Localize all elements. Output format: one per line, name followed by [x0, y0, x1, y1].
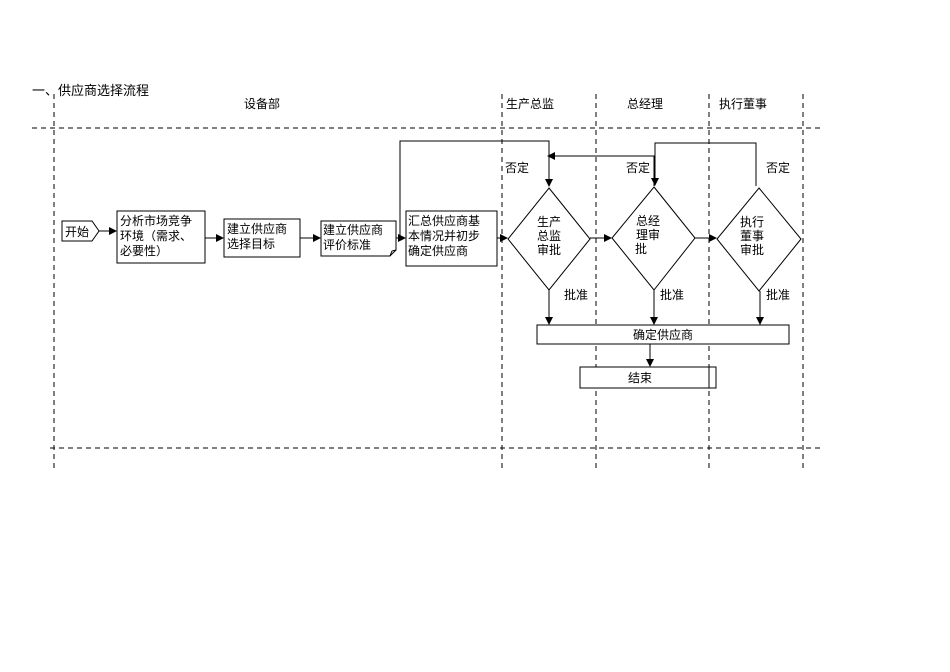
- target-box: 建立供应商 选择目标: [223, 218, 301, 258]
- analyze-line-3: 必要性）: [120, 244, 168, 258]
- reject-label-exec: 否定: [766, 160, 790, 175]
- start-node: 开始: [61, 220, 100, 242]
- analyze-box: 分析市场竞争 环境（需求、 必要性）: [116, 210, 206, 264]
- criteria-document: 建立供应商 评价标准: [320, 220, 397, 257]
- summary-line-2: 本情况并初步: [408, 229, 480, 243]
- exec-review-diamond: 执行 董事 审批: [716, 187, 802, 292]
- svg-text:审批: 审批: [537, 242, 561, 257]
- svg-text:执行: 执行: [740, 215, 764, 229]
- svg-text:总经: 总经: [636, 214, 660, 228]
- confirm-box: 确定供应商: [536, 324, 790, 345]
- production-review-diamond: 生产 总监 审批: [507, 187, 591, 291]
- approve-label-gm: 批准: [660, 287, 684, 302]
- lane-production-label: 生产总监: [506, 97, 554, 111]
- arrow-reject-exec-loop: [651, 142, 757, 186]
- page-title: 一、供应商选择流程: [32, 84, 150, 99]
- svg-text:理审: 理审: [636, 227, 660, 242]
- svg-text:结束: 结束: [628, 371, 652, 385]
- svg-text:确定供应商: 确定供应商: [633, 327, 693, 342]
- summary-box: 汇总供应商基 本情况并初步 确定供应商: [405, 210, 498, 267]
- summary-line-3: 确定供应商: [408, 243, 468, 258]
- criteria-line-2: 评价标准: [323, 238, 371, 252]
- svg-text:总监: 总监: [537, 229, 561, 243]
- reject-label-prod: 否定: [505, 160, 529, 175]
- gm-review-diamond: 总经 理审 批: [611, 186, 696, 291]
- lane-exec-label: 执行董事: [719, 97, 767, 111]
- analyze-line-2: 环境（需求、: [120, 228, 192, 243]
- lane-equipment-label: 设备部: [244, 96, 280, 111]
- target-line-2: 选择目标: [227, 237, 275, 251]
- approve-label-exec: 批准: [766, 287, 790, 302]
- start-label: 开始: [65, 225, 89, 239]
- svg-text:生产: 生产: [537, 215, 561, 229]
- end-box: 结束: [579, 366, 717, 389]
- svg-text:董事: 董事: [740, 229, 764, 243]
- svg-text:审批: 审批: [740, 242, 764, 257]
- summary-line-1: 汇总供应商基: [408, 213, 480, 228]
- svg-text:批: 批: [635, 241, 647, 256]
- arrow-reject-gm-loop: [547, 152, 655, 186]
- criteria-line-1: 建立供应商: [323, 222, 383, 237]
- analyze-line-1: 分析市场竞争: [120, 213, 192, 228]
- arrow-reject-prod-loop: [399, 140, 553, 238]
- approve-label-prod: 批准: [564, 287, 588, 302]
- target-line-1: 建立供应商: [227, 221, 287, 236]
- reject-label-gm: 否定: [626, 160, 650, 175]
- lane-gm-label: 总经理: [627, 97, 663, 111]
